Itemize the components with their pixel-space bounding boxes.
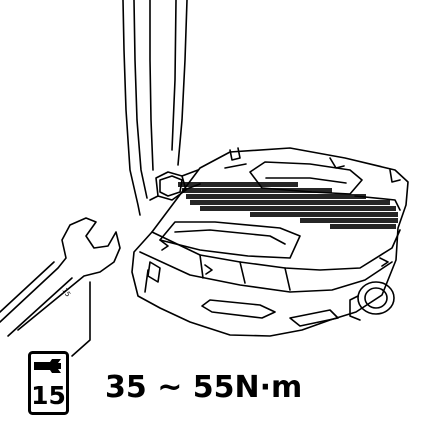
- wrench-size-label: 15: [31, 381, 66, 410]
- leader-line: [71, 281, 91, 357]
- wrench-engraving: 15: [60, 287, 72, 299]
- wrench-size-badge: 15: [28, 351, 69, 415]
- crank-arm: [122, 0, 188, 216]
- wrench-size-icon: [34, 359, 61, 373]
- wrench: [0, 217, 121, 337]
- torque-spec: 35 ~ 55N·m: [105, 370, 303, 405]
- pedal-grip-texture: [178, 182, 398, 229]
